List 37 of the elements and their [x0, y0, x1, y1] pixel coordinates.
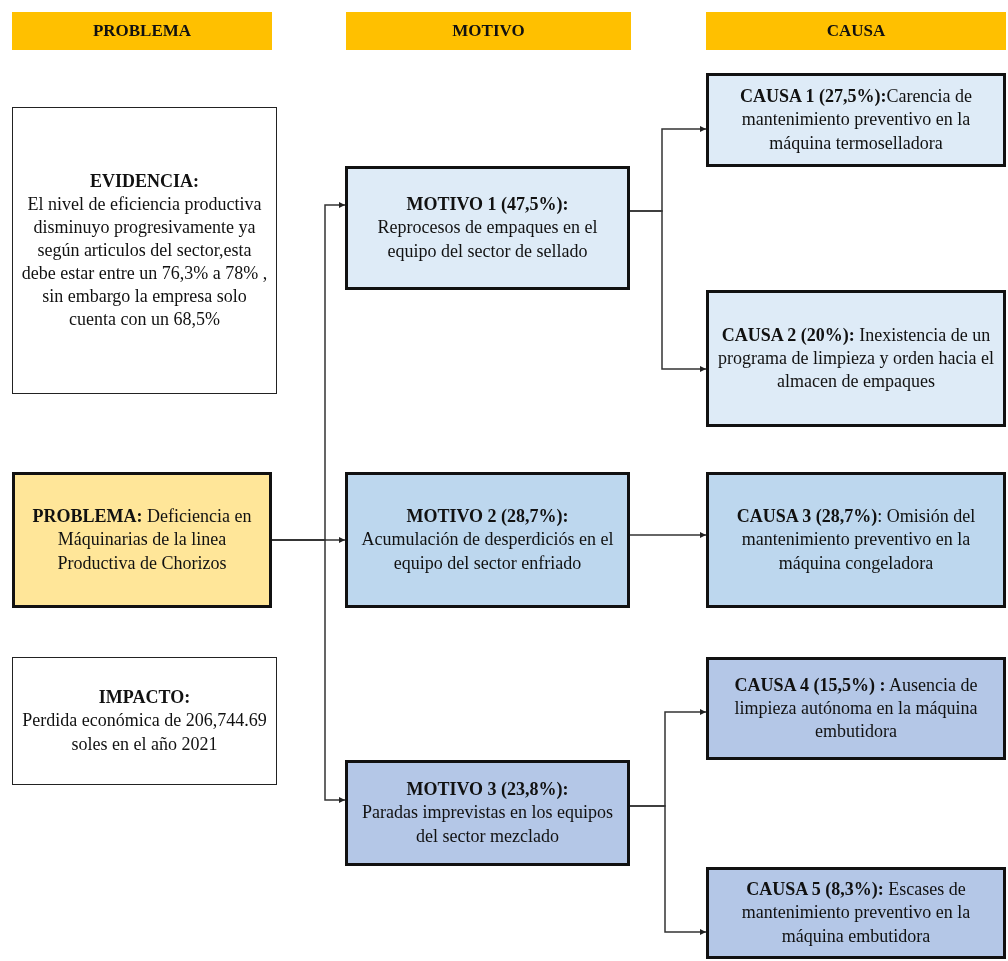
column-header [346, 12, 631, 50]
header-label: CAUSA [826, 20, 886, 42]
reason-box [345, 472, 630, 608]
box-text: Paradas imprevistas en los equipos del sector mezclado [361, 801, 614, 848]
box-text: CAUSA 4 (15,5%) : Ausencia de limpieza autónoma en la máquina embutidora [733, 673, 979, 743]
cause-box [706, 73, 1006, 167]
impact-box [12, 657, 277, 785]
box-heading: MOTIVO 3 (23,8%): [406, 778, 569, 802]
connector-arrow [629, 805, 707, 935]
header-label: MOTIVO [452, 20, 525, 42]
box-text: CAUSA 5 (8,3%): Escases de mantenimiento preventivo en la máquina embutidora [740, 878, 972, 948]
header-label: PROBLEMA [92, 20, 192, 42]
column-header [12, 12, 272, 50]
box-text: Perdida económica de 206,744.69 soles en el año 2021 [21, 709, 268, 756]
box-text: CAUSA 1 (27,5%):Carencia de mantenimiento preventivo en la máquina termoselladora [739, 85, 973, 155]
box-text: Reprocesos de empaques en el equipo del sector de sellado [376, 216, 599, 263]
connector-arrow [629, 210, 707, 372]
cause-box [706, 290, 1006, 427]
box-heading: MOTIVO 1 (47,5%): [406, 193, 569, 217]
box-text: Acumulación de desperdiciós en el equipo del sector enfriado [360, 528, 615, 575]
connector-arrow [629, 532, 707, 538]
connector-arrow [271, 539, 346, 803]
box-heading: EVIDENCIA: [90, 169, 199, 193]
reason-box [345, 166, 630, 290]
evidence-box [12, 107, 277, 394]
cause-box [706, 867, 1006, 959]
box-text: PROBLEMA: Deficiencia en Máquinarias de la linea Productiva de Chorizos [31, 505, 253, 575]
cause-box [706, 657, 1006, 760]
reason-box [345, 760, 630, 866]
problem-box [12, 472, 272, 608]
box-text: CAUSA 3 (28,7%): Omisión del mantenimiento preventivo en la máquina congeladora [735, 505, 977, 575]
box-text: El nivel de eficiencia productiva disminuyo progresivamente ya según articulos del sector,esta debe estar entre un 76,3% a 78% , sin embargo la empresa solo cuenta con un 68,5% [20, 192, 269, 332]
box-heading: MOTIVO 2 (28,7%): [406, 505, 569, 529]
cause-box [706, 472, 1006, 608]
column-header [706, 12, 1006, 50]
box-text: CAUSA 2 (20%): Inexistencia de un programa de limpieza y orden hacia el almacen de empaques [717, 323, 995, 393]
box-heading: IMPACTO: [98, 686, 191, 710]
